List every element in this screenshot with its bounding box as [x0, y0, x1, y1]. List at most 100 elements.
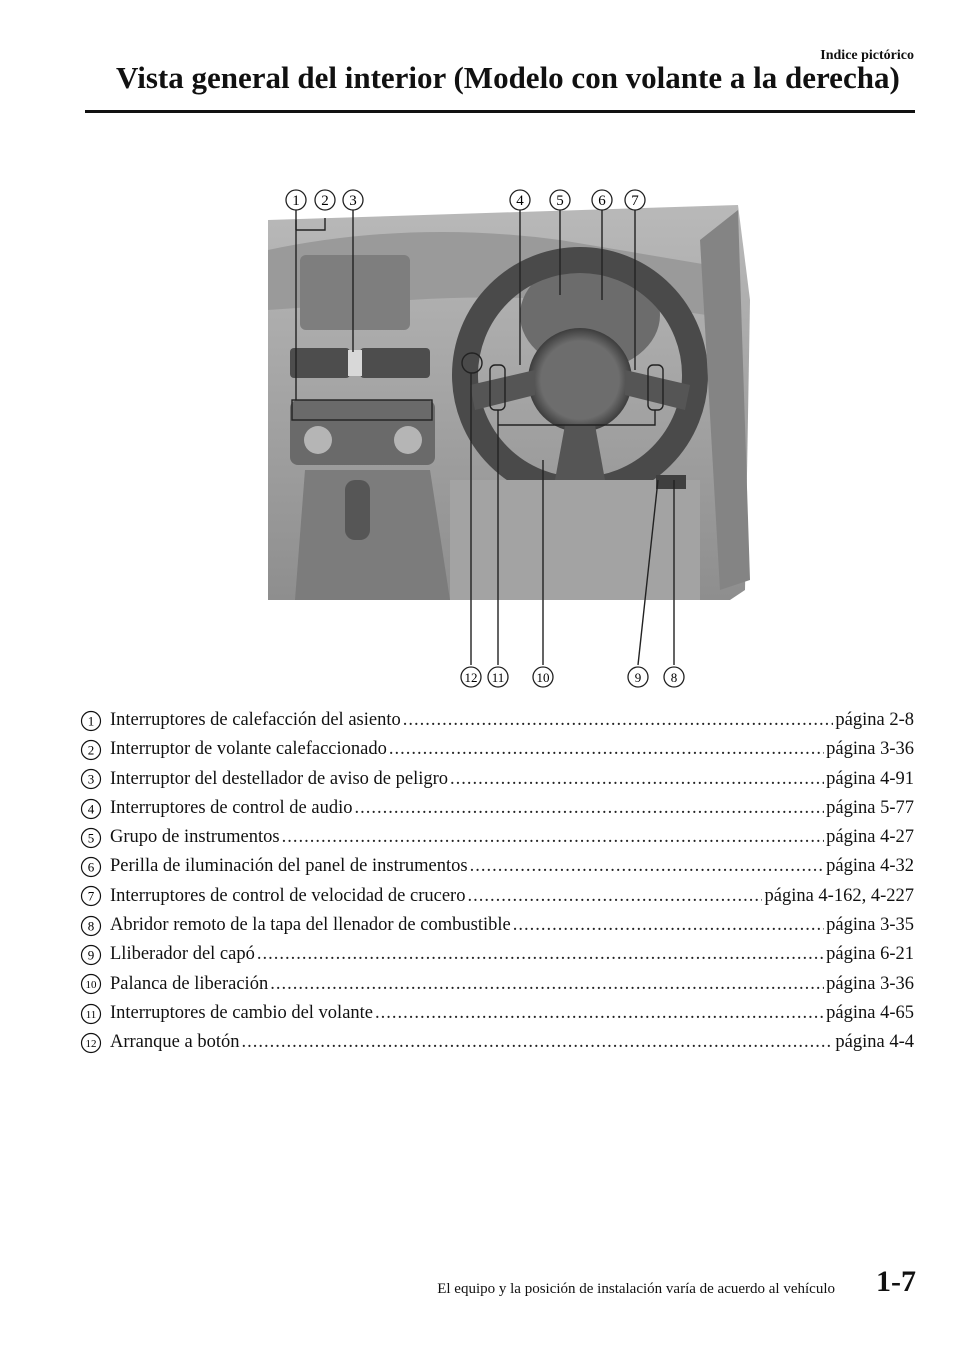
item-label: Interruptores de control de audio	[110, 797, 353, 818]
callout-9: 9	[627, 666, 649, 688]
page-reference[interactable]: página 4-91	[826, 768, 914, 789]
svg-text:9: 9	[88, 948, 95, 963]
bottom-leader-lines	[470, 373, 675, 666]
svg-text:5: 5	[88, 830, 95, 845]
svg-text:12: 12	[86, 1038, 97, 1050]
index-item: 3 Interruptor del destellador de aviso d…	[80, 765, 914, 794]
index-item: 6 Perilla de iluminación del panel de in…	[80, 852, 914, 881]
index-item: 1 Interruptores de calefacción del asien…	[80, 706, 914, 735]
number-circle-icon: 7	[80, 886, 102, 907]
page-reference[interactable]: página 2-8	[835, 710, 914, 730]
index-list: 1 Interruptores de calefacción del asien…	[80, 706, 914, 1058]
leader-dots	[354, 794, 824, 823]
svg-text:5: 5	[556, 193, 564, 209]
bottom-callouts: 12 11 10 9 8	[460, 666, 685, 688]
number-circle-icon: 3	[80, 769, 102, 790]
index-item: 2 Interruptor de volante calefaccionado …	[80, 735, 914, 764]
section-label: Indice pictórico	[820, 48, 914, 63]
svg-text:7: 7	[631, 193, 639, 209]
svg-text:2: 2	[88, 742, 95, 757]
center-console	[295, 470, 450, 600]
fuel-lid-switches	[656, 475, 686, 489]
page-reference[interactable]: página 3-35	[826, 915, 914, 936]
svg-text:1: 1	[292, 193, 300, 209]
callout-7: 7	[624, 189, 646, 211]
hazard-switch	[348, 350, 362, 376]
index-item: 11 Interruptores de cambio del volante p…	[80, 999, 914, 1028]
callout-5: 5	[549, 189, 571, 211]
item-label: Interruptor de volante calefaccionado	[110, 739, 387, 760]
page-reference[interactable]: página 4-65	[826, 1002, 914, 1023]
number-circle-icon: 2	[80, 739, 102, 761]
svg-text:3: 3	[88, 772, 95, 787]
index-item: 12 Arranque a botón página 4-4	[80, 1028, 914, 1057]
page-reference[interactable]: página 4-27	[826, 827, 914, 848]
steering-spoke-right	[625, 370, 690, 410]
page-reference[interactable]: página 4-4	[835, 1032, 914, 1053]
page-reference[interactable]: página 5-77	[826, 797, 914, 818]
index-item: 4 Interruptores de control de audio pági…	[80, 794, 914, 823]
leader-dots	[470, 852, 825, 881]
svg-text:8: 8	[671, 670, 678, 685]
item-label: Palanca de liberación	[110, 973, 269, 994]
callout-12: 12	[460, 666, 482, 688]
callout-3: 3	[342, 189, 364, 211]
item-label: Lliberador del capó	[110, 944, 255, 965]
top-callouts: 1 2 3 4 5 6 7	[285, 189, 646, 211]
center-vent-left	[290, 348, 350, 378]
leader-dots	[467, 882, 762, 911]
index-item: 5 Grupo de instrumentos página 4-27	[80, 823, 914, 852]
steering-spoke-bottom	[555, 425, 605, 480]
number-circle-icon: 10	[80, 974, 102, 995]
page-number: 1-7	[876, 1265, 916, 1298]
callout-1: 1	[285, 189, 307, 211]
number-circle-icon: 12	[80, 1032, 102, 1054]
start-button-marker	[461, 352, 483, 374]
page-reference[interactable]: página 3-36	[826, 973, 914, 994]
leader-dots	[270, 970, 824, 999]
item-label: Interruptores de calefacción del asiento	[110, 710, 401, 730]
leader-dots	[403, 706, 834, 735]
svg-text:8: 8	[88, 918, 95, 933]
svg-text:3: 3	[349, 193, 357, 209]
callout-4: 4	[509, 189, 531, 211]
callout-11: 11	[487, 666, 509, 688]
number-circle-icon: 1	[80, 710, 102, 731]
page-reference[interactable]: página 4-32	[826, 856, 914, 877]
number-circle-icon: 8	[80, 915, 102, 936]
page-reference[interactable]: página 3-36	[826, 739, 914, 760]
item-label: Arranque a botón	[110, 1032, 240, 1053]
svg-text:10: 10	[537, 670, 550, 685]
leader-dots	[389, 735, 824, 764]
item-label: Grupo de instrumentos	[110, 827, 280, 848]
svg-text:4: 4	[516, 193, 524, 209]
index-item: 7 Interruptores de control de velocidad …	[80, 882, 914, 911]
callout-6: 6	[591, 189, 613, 211]
index-item: 10 Palanca de liberación página 3-36	[80, 970, 914, 999]
leader-dots	[450, 765, 824, 794]
svg-text:7: 7	[88, 889, 95, 904]
callout-8: 8	[663, 666, 685, 688]
number-circle-icon: 5	[80, 827, 102, 848]
svg-text:11: 11	[86, 1009, 97, 1021]
item-label: Interruptores de control de velocidad de…	[110, 885, 466, 906]
index-item: 9 Lliberador del capó página 6-21	[80, 940, 914, 969]
page-reference[interactable]: página 4-162, 4-227	[764, 885, 914, 906]
svg-text:6: 6	[598, 193, 606, 209]
item-label: Perilla de iluminación del panel de inst…	[110, 856, 468, 877]
page-title: Vista general del interior (Modelo con v…	[116, 60, 900, 95]
title-rule	[85, 110, 915, 113]
svg-text:1: 1	[88, 713, 95, 728]
svg-text:11: 11	[492, 670, 505, 685]
index-item: 8 Abridor remoto de la tapa del llenador…	[80, 911, 914, 940]
svg-text:2: 2	[321, 193, 329, 209]
dashboard-illustration: 1 2 3 4 5 6 7 12 11 10 9 8	[268, 189, 750, 688]
leader-dots	[257, 940, 824, 969]
center-vent-right	[360, 348, 430, 378]
page-reference[interactable]: página 6-21	[826, 944, 914, 965]
climate-knob-left	[304, 426, 332, 454]
number-circle-icon: 9	[80, 944, 102, 966]
door-panel	[700, 210, 750, 590]
svg-text:4: 4	[88, 801, 95, 816]
callout-10: 10	[532, 666, 554, 688]
